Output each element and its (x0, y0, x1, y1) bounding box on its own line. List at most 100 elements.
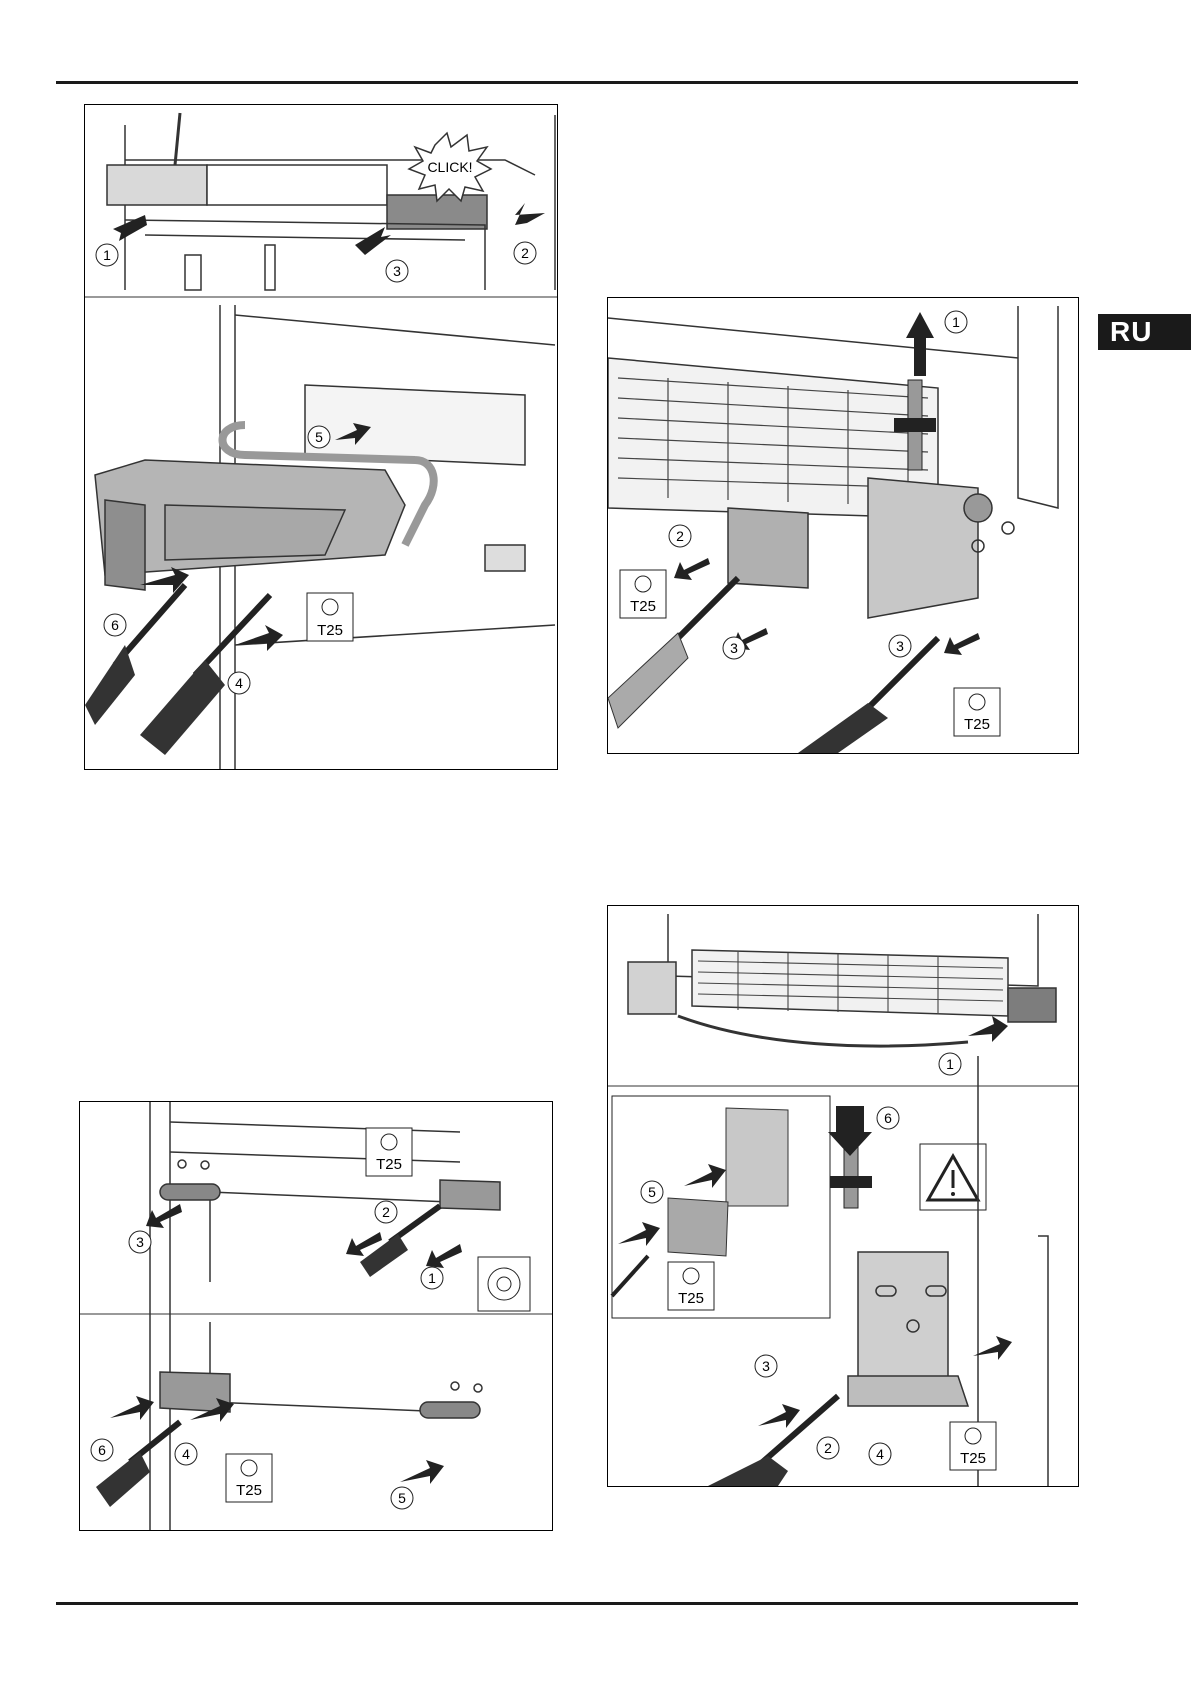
step-callout-5: 5 (640, 1180, 664, 1204)
panel-hinge-removal (94, 305, 556, 769)
svg-text:T25: T25 (964, 716, 990, 733)
step-callout-3-left: 3 (722, 636, 746, 660)
step-callout-1: 1 (944, 310, 968, 334)
step-callout-2: 2 (374, 1200, 398, 1224)
arrow-out-1 (426, 1244, 462, 1268)
header-rule (56, 81, 1078, 84)
arrow-in-left-2 (515, 203, 545, 225)
svg-text:3: 3 (136, 1234, 144, 1250)
ventilation-grille (617, 377, 929, 506)
hinge-bracket (847, 1056, 1049, 1486)
arrow-in-screw-6 (140, 567, 189, 593)
arrow-in-screw-4 (235, 625, 283, 651)
figure-d-illustration: 1 5 T25 6 (608, 914, 1078, 1486)
panel-grille-cover (106, 112, 556, 291)
arrow-move-1 (968, 1016, 1008, 1042)
arrow-out-2 (346, 1232, 382, 1256)
arrow-in-2 (758, 1404, 800, 1428)
figure-c-illustration: 3 2 1 T25 (80, 1102, 552, 1530)
step-callout-4: 4 (868, 1442, 892, 1466)
footer-rule (56, 1602, 1078, 1605)
step-callout-6: 6 (103, 613, 127, 637)
svg-text:3: 3 (393, 263, 401, 279)
svg-text:6: 6 (884, 1110, 892, 1126)
hinge-pin-insert (830, 1137, 872, 1209)
screwdriver-right (798, 635, 941, 753)
arrow-lift-5 (335, 423, 371, 445)
svg-text:4: 4 (235, 675, 243, 691)
hinge-pin (894, 379, 936, 471)
svg-text:5: 5 (315, 429, 323, 445)
step-callout-6: 6 (876, 1106, 900, 1130)
step-callout-5: 5 (307, 425, 331, 449)
tool-tag-t25-left: T25 (619, 569, 667, 619)
arrow-pull-up-1 (906, 312, 934, 376)
panel-cabinet-base (608, 306, 1059, 619)
arrow-out-2 (674, 558, 710, 580)
svg-text:1: 1 (103, 247, 111, 263)
svg-text:2: 2 (824, 1440, 832, 1456)
svg-text:3: 3 (896, 638, 904, 654)
click-sticker-text: CLICK! (427, 159, 472, 175)
figure-hinge-cover-swap: 3 2 1 T25 (79, 1101, 553, 1531)
tool-tag-t25-top: T25 (365, 1127, 413, 1177)
figure-lower-hinge-removal: 1 2 3 3 T25 (607, 297, 1079, 754)
arrow-in-5a (684, 1164, 726, 1188)
tool-tag-t25-main: T25 (949, 1421, 997, 1471)
warning-triangle-icon (925, 1152, 981, 1202)
svg-text:2: 2 (676, 528, 684, 544)
screwdriver-left (85, 583, 188, 725)
figure-grille-and-hinge-removal: CLICK! 1 2 3 (84, 104, 558, 770)
step-callout-5: 5 (390, 1486, 414, 1510)
svg-text:T25: T25 (236, 1482, 262, 1499)
arrow-in-4 (190, 1398, 234, 1422)
step-callout-1: 1 (938, 1052, 962, 1076)
svg-text:5: 5 (648, 1184, 656, 1200)
svg-text:4: 4 (182, 1446, 190, 1462)
warning-box (919, 1143, 987, 1211)
tool-tag-t25: T25 (306, 592, 354, 642)
svg-text:T25: T25 (376, 1156, 402, 1173)
arrow-in-right-bracket (973, 1336, 1012, 1360)
step-callout-4: 4 (174, 1442, 198, 1466)
arrow-in-6 (110, 1396, 154, 1420)
svg-text:T25: T25 (678, 1290, 704, 1307)
tool-tag-t25-bottom: T25 (225, 1453, 273, 1503)
svg-text:1: 1 (952, 314, 960, 330)
step-callout-3: 3 (385, 259, 409, 283)
panel-bottom (159, 1322, 483, 1419)
arrow-out-3-right (944, 633, 980, 655)
arrow-in-5 (400, 1460, 444, 1484)
arrow-out-left (113, 215, 147, 241)
panel-grille-transfer (627, 914, 1057, 1048)
tool-tag-t25-inset: T25 (667, 1261, 715, 1311)
screwdriver-bottom (96, 1419, 182, 1507)
click-burst-icon: CLICK! (407, 131, 493, 203)
step-callout-1: 1 (95, 243, 119, 267)
step-callout-2: 2 (816, 1436, 840, 1460)
svg-text:2: 2 (521, 245, 529, 261)
ventilation-grille (697, 952, 1004, 1014)
step-callout-2: 2 (668, 524, 692, 548)
svg-text:6: 6 (111, 617, 119, 633)
screwdriver-top (360, 1203, 442, 1277)
svg-text:3: 3 (730, 640, 738, 656)
svg-text:5: 5 (398, 1490, 406, 1506)
arrow-in-5b (618, 1222, 660, 1246)
tool-tag-t25-right: T25 (953, 687, 1001, 737)
step-callout-3-right: 3 (888, 634, 912, 658)
svg-text:T25: T25 (630, 598, 656, 615)
screwdriver-left (608, 575, 741, 729)
figure-a-illustration: CLICK! 1 2 3 (85, 112, 557, 769)
svg-text:T25: T25 (960, 1450, 986, 1467)
language-tab: RU (1098, 314, 1191, 350)
arrow-in-right-3 (355, 227, 391, 255)
arrow-out-3 (146, 1204, 182, 1228)
svg-text:T25: T25 (317, 622, 343, 639)
step-callout-4: 4 (227, 671, 251, 695)
detail-inset-hinge: 5 T25 (610, 1095, 831, 1319)
step-callout-6: 6 (90, 1438, 114, 1462)
panel-top (149, 1102, 501, 1530)
screwdriver-bottom (708, 1393, 840, 1486)
figure-b-illustration: 1 2 3 3 T25 (608, 306, 1059, 753)
